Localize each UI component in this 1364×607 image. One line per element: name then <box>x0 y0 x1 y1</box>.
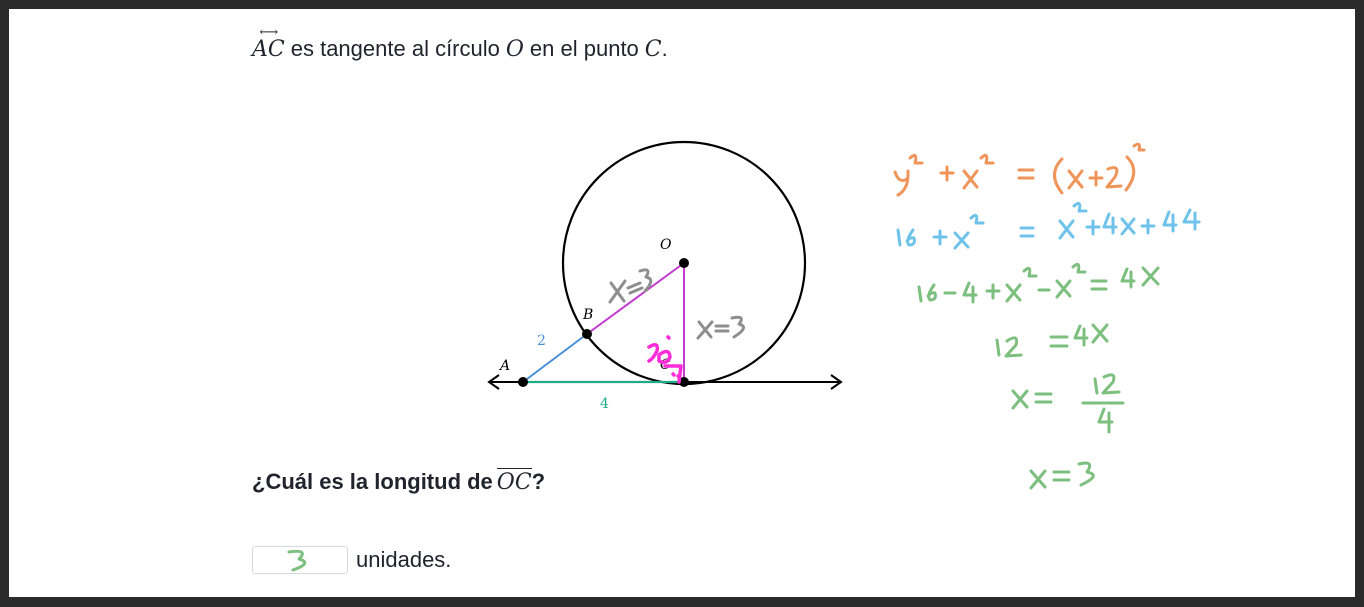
right-arrow-icon <box>830 374 843 390</box>
handwritten-line-1 <box>893 142 1146 197</box>
answer-units: unidades. <box>356 547 452 572</box>
handwritten-line-3 <box>917 262 1160 304</box>
problem-statement: ⟷ AC es tangente al círculo O en el punt… <box>252 25 668 62</box>
point-o <box>679 258 689 268</box>
question-segment: OC <box>496 468 532 495</box>
line-ac-notation: ⟷ AC <box>252 25 285 62</box>
handwritten-right-angle-90 <box>647 335 683 384</box>
line-arrow-icon: ⟷ <box>259 25 279 40</box>
statement-mid: en el punto <box>529 36 639 61</box>
point-name: C <box>644 37 662 62</box>
line-name: AC <box>252 37 285 62</box>
segment-bo <box>586 262 685 335</box>
handwritten-line-4 <box>995 323 1109 358</box>
statement-text: es tangente al círculo <box>290 36 500 61</box>
answer-input[interactable] <box>252 546 348 574</box>
label-ab-length: 2 <box>537 333 546 349</box>
geometry-figure: O B A C 2 4 <box>487 140 1201 490</box>
label-b: B <box>582 307 593 323</box>
point-c <box>679 377 689 387</box>
question-label: ¿Cuál es la longitud de <box>252 469 493 494</box>
answer-row: unidades. <box>252 546 451 574</box>
answer-handwriting <box>287 549 307 572</box>
label-a: A <box>498 358 510 374</box>
segment-ab <box>522 333 588 383</box>
question-end: ? <box>531 469 546 494</box>
point-a <box>518 377 528 387</box>
handwritten-line-6 <box>1029 461 1095 490</box>
handwritten-x3-vertical <box>696 315 745 340</box>
exercise-canvas: ⟷ AC es tangente al círculo O en el punt… <box>9 9 1355 597</box>
left-arrow-icon <box>487 374 500 390</box>
label-ac-length: 4 <box>600 396 609 412</box>
circle-name: O <box>505 37 524 62</box>
handwritten-line-5 <box>1011 373 1125 434</box>
label-o: O <box>660 237 672 253</box>
handwritten-line-2 <box>896 201 1201 250</box>
statement-end: . <box>661 36 668 61</box>
handwritten-x3-slanted <box>608 268 653 304</box>
point-b <box>582 329 592 339</box>
question-text: ¿Cuál es la longitud de OC? <box>252 468 546 495</box>
